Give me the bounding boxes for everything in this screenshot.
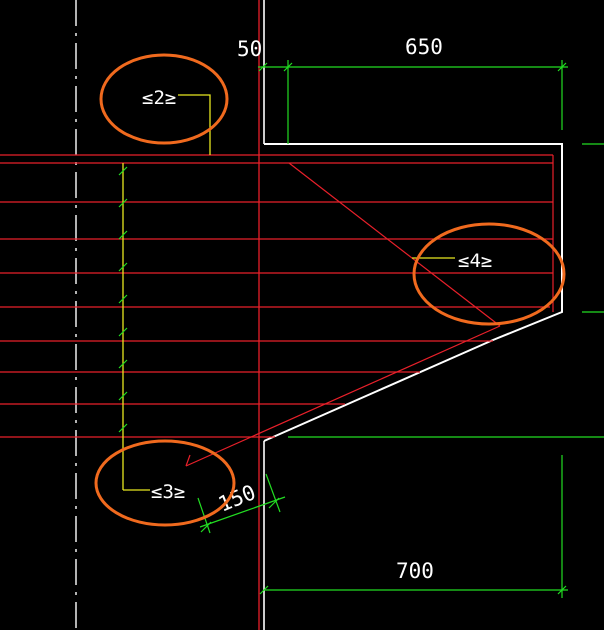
rebar-tag-2: ≤2≥ — [142, 87, 176, 109]
stirrup-tick — [118, 294, 128, 304]
stirrup-tick — [118, 198, 128, 208]
dim-150-line — [199, 496, 286, 528]
dim-bottom-tick — [259, 585, 269, 595]
stirrup-tick — [118, 359, 128, 369]
stirrup-tick — [118, 391, 128, 401]
dim-150-tick — [268, 497, 280, 509]
dim-bottom-tick — [557, 585, 567, 595]
highlight-ellipse-tag-4 — [412, 222, 566, 326]
stirrup-tick — [118, 230, 128, 240]
dim-label-700: 700 — [396, 559, 434, 583]
dim-150-ext — [197, 497, 211, 534]
stirrup-tick — [118, 327, 128, 337]
dim-label-150: 150 — [215, 480, 259, 516]
stirrup-tick — [118, 423, 128, 433]
rebar-diagonal-4 — [288, 162, 501, 327]
rebar-tag-3: ≤3≥ — [151, 481, 185, 503]
rebar-lines — [0, 154, 554, 467]
dim-top-tick — [283, 62, 293, 72]
rebar-diagonal-3 — [185, 325, 501, 467]
leader-tag-2 — [178, 94, 211, 155]
corbel-outline — [263, 143, 563, 442]
highlight-ellipses — [94, 53, 566, 527]
dim-150-ext — [265, 473, 281, 513]
rebar-diagonal-3-hook — [185, 454, 191, 467]
dimension-lines — [197, 60, 604, 598]
dim-top-tick — [258, 62, 268, 72]
rebar-tag-4: ≤4≥ — [458, 250, 492, 272]
stirrup-tick — [118, 262, 128, 272]
highlight-ellipse-tag-2 — [99, 53, 229, 145]
stirrup-ticks — [118, 166, 128, 433]
dim-150-tick — [200, 521, 212, 533]
dim-top-tick — [557, 62, 567, 72]
column-lines — [258, 0, 265, 630]
dim-label-50: 50 — [237, 37, 262, 61]
dim-label-650: 650 — [405, 35, 443, 59]
stirrup-tick — [118, 166, 128, 176]
highlight-ellipse-tag-3 — [94, 439, 236, 527]
